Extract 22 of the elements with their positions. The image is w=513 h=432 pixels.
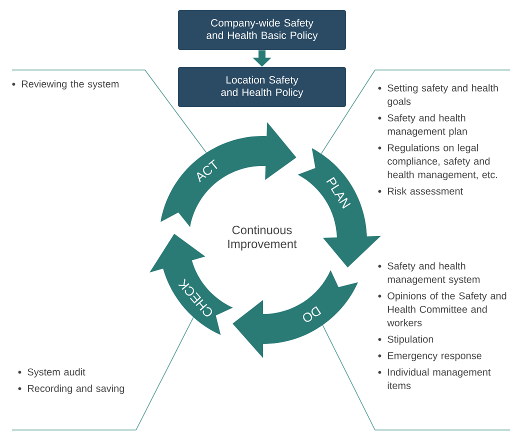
bullet-list: System audit Recording and saving [18,368,124,394]
policy-box: Company-wide Safety and Health Basic Policy [178,10,346,50]
node-label: Emergency response [388,352,482,362]
policy-box: Location Safety and Health Policy [178,67,346,107]
leader-line [320,70,510,154]
bullet-list: Setting safety and health goals Safety and health management plan Regulations on legal compliance, safety and health management, etc. Risk assessment [378,84,498,195]
node-label: Safety and health management system [388,262,480,285]
cycle-segment: DO [232,270,358,358]
bullet-list: Safety and health management system Opinions of the Safety and Health Committee and workers Stipulation Emergency response Individual management items [378,262,506,390]
node-label: Setting safety and health goals [388,84,498,107]
leader-line [12,70,207,154]
node-label: System audit [28,368,86,378]
node-label: Opinions of the Safety and Health Committee and workers [387,292,506,326]
node-label: Risk assessment [388,187,463,195]
node-label: Recording and saving [28,384,124,394]
bullet-list: Reviewing the system [12,80,119,90]
node-label: Individual management items [388,368,491,390]
node-label: Safety and health management plan [388,114,467,137]
node-label: Regulations on legal compliance, safety and health management, etc. [388,144,498,180]
node-label: Stipulation [388,335,434,345]
leader-line [322,324,510,430]
leader-line [12,316,194,430]
